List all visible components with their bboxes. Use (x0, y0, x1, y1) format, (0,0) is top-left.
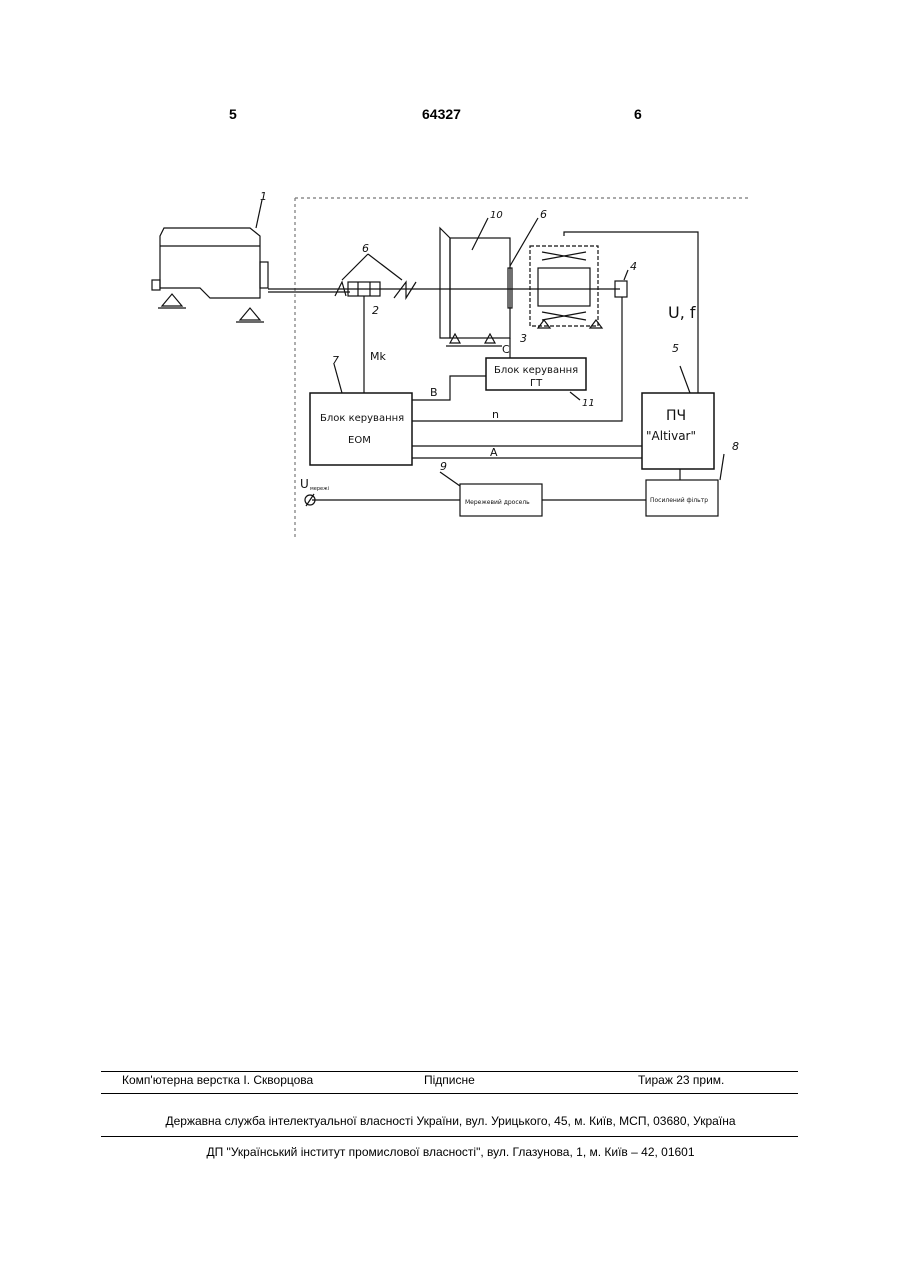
label-7: 7 (332, 354, 339, 367)
mains-voltage-symbol: U (300, 477, 309, 491)
label-1: 1 (260, 190, 267, 203)
footer-rule-top (101, 1071, 798, 1072)
eom-block-line1: Блок керування (320, 413, 404, 424)
label-10: 10 (490, 210, 503, 221)
signal-b: B (430, 386, 438, 399)
eom-block-line2: ЕОМ (348, 435, 371, 446)
gt-block-line2: ГТ (530, 378, 543, 389)
signal-mk: Mk (370, 350, 386, 363)
choke-block-label: Мережевий дросель (465, 499, 530, 506)
label-5: 5 (672, 342, 679, 355)
signal-c: C (502, 343, 510, 356)
label-4: 4 (630, 260, 637, 273)
electric-machine (530, 246, 598, 326)
filter-block-label: Посилений фільтр (650, 497, 708, 504)
gear-unit (440, 228, 450, 338)
patent-number: 64327 (422, 106, 461, 122)
engine-support-right (240, 308, 260, 320)
engine-body (160, 228, 260, 298)
label-2: 2 (372, 304, 379, 317)
footer-rule-bottom (101, 1136, 798, 1137)
gt-block-line1: Блок керування (494, 365, 578, 376)
footer-signed: Підписне (424, 1073, 475, 1087)
footer-rule-middle (101, 1093, 798, 1094)
label-11: 11 (582, 398, 595, 409)
signal-uf: U, f (668, 303, 696, 322)
pch-block-line1: ПЧ (666, 408, 686, 424)
label-6a: 6 (362, 242, 369, 255)
page-number-right: 6 (634, 106, 642, 122)
mains-voltage-subscript: мережі (310, 486, 329, 492)
label-8: 8 (732, 440, 739, 453)
pch-block-line2: "Altivar" (646, 429, 696, 443)
technical-drawing: 1 6 10 6 4 2 3 7 5 11 8 9 Mk C B n A U, … (150, 188, 760, 540)
engine-support-left (162, 294, 182, 306)
footer-service-address: Державна служба інтелектуальної власност… (0, 1114, 901, 1128)
page-number-left: 5 (229, 106, 237, 122)
footer-layout-credit: Комп'ютерна верстка І. Скворцова (122, 1073, 313, 1087)
footer-print-run: Тираж 23 прим. (638, 1073, 724, 1087)
eom-control-block (310, 393, 412, 465)
footer-institute-address: ДП "Український інститут промислової вла… (0, 1145, 901, 1159)
label-9: 9 (440, 460, 447, 473)
label-6b: 6 (540, 208, 547, 221)
signal-a: A (490, 446, 498, 459)
signal-n: n (492, 408, 499, 421)
label-3: 3 (520, 332, 527, 345)
